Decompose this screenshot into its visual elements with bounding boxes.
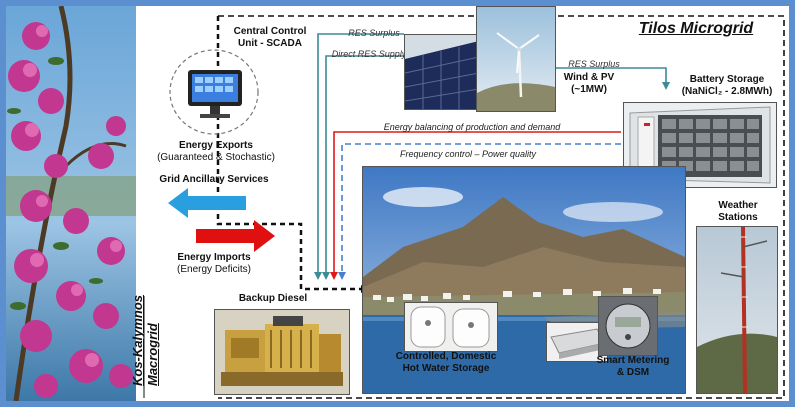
scada-monitor-icon [169, 49, 259, 135]
energy-exports-subtitle: (Guaranteed & Stochastic) [157, 152, 275, 163]
res-surplus-left-label: RES Surplus [348, 28, 400, 38]
wind-pv-label: Wind & PV (~1MW) [554, 72, 624, 96]
energy-imports-subtitle: (Energy Deficits) [177, 264, 251, 275]
weather-station-photo [696, 226, 778, 394]
weather-line2: Stations [718, 212, 758, 223]
weather-label: Weather Stations [698, 200, 778, 224]
control-unit-line2: Unit - SCADA [238, 38, 302, 49]
backup-diesel-label: Backup Diesel [238, 293, 308, 304]
wind-turbine-photo [476, 6, 556, 112]
wind-pv-line1: Wind & PV [563, 72, 615, 83]
smart-metering-label: Smart Metering & DSM [588, 355, 678, 379]
weather-line1: Weather [718, 200, 758, 211]
wind-pv-line2: (~1MW) [571, 84, 607, 95]
diagram-canvas: Central Control Unit - SCADA Energy Expo… [6, 6, 789, 401]
export-arrow-icon [168, 188, 246, 218]
grid-services-label: Grid Ancillary Services [159, 174, 269, 185]
battery-line1: Battery Storage [689, 74, 765, 85]
frequency-control-label: Frequency control – Power quality [399, 149, 537, 159]
hot-water-line1: Controlled, Domestic [395, 351, 497, 362]
energy-imports-label: Energy Imports (Energy Deficits) [154, 252, 274, 276]
direct-res-supply-label: Direct RES Supply [331, 49, 407, 59]
energy-exports-label: Energy Exports (Guaranteed & Stochastic) [146, 140, 286, 164]
smart-meter-router-photo [546, 322, 608, 362]
control-unit-label: Central Control Unit - SCADA [220, 26, 320, 50]
direct-res-line [325, 55, 404, 274]
smart-metering-line1: Smart Metering [596, 355, 670, 366]
res-surplus-right-label: RES Surplus [568, 59, 620, 69]
res-surplus-line [317, 33, 404, 274]
res-surplus-battery-line [554, 67, 667, 84]
microgrid-title: Tilos Microgrid [638, 20, 754, 37]
import-arrow-icon [196, 220, 275, 252]
battery-label: Battery Storage (NaNiCl₂ - 2.8MWh) [672, 74, 782, 98]
bougainvillea-photo [6, 6, 136, 401]
macrogrid-label: Kos-Kalymnos Macrogrid [130, 294, 160, 386]
control-dashed-line [216, 16, 361, 291]
hot-water-line2: Hot Water Storage [402, 363, 490, 374]
battery-cabinet-photo [623, 102, 777, 188]
hot-water-label: Controlled, Domestic Hot Water Storage [381, 351, 511, 375]
pv-panels-photo [404, 34, 480, 110]
energy-balancing-label: Energy balancing of production and deman… [383, 122, 561, 132]
smart-metering-line2: & DSM [616, 367, 650, 378]
control-unit-line1: Central Control [233, 26, 307, 37]
smart-meter-photo [598, 296, 658, 356]
energy-balancing-line [333, 131, 621, 274]
water-heaters-photo [404, 302, 498, 352]
diesel-generator-photo [214, 309, 350, 395]
battery-line2: (NaNiCl₂ - 2.8MWh) [681, 86, 773, 97]
energy-exports-title: Energy Exports [179, 140, 253, 151]
frequency-control-line [341, 143, 621, 274]
energy-imports-title: Energy Imports [177, 252, 251, 263]
